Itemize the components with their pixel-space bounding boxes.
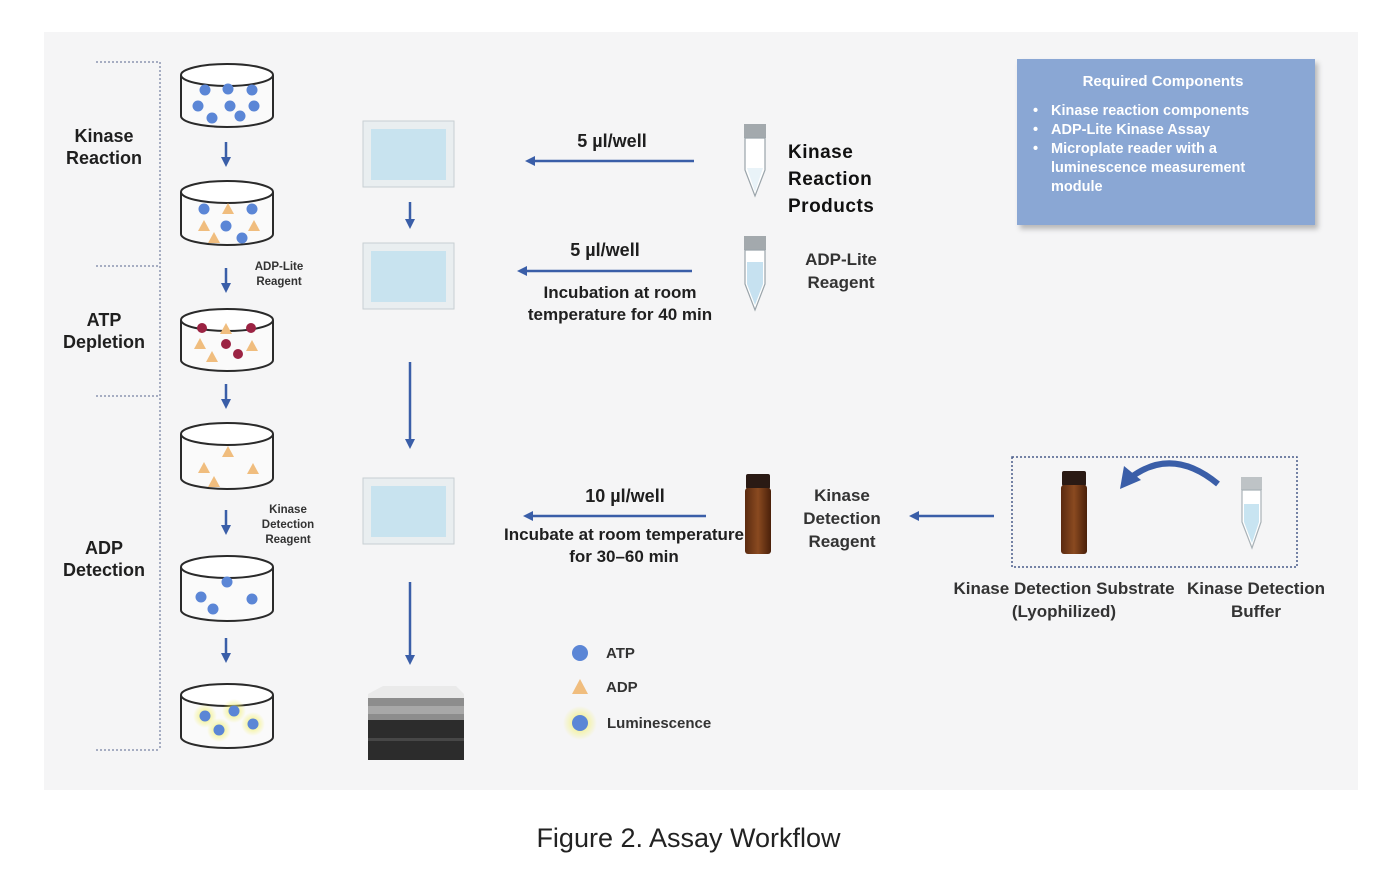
reconstitution-box: [1011, 456, 1298, 568]
tube-kinase-detection-buffer: [1241, 477, 1262, 550]
stage-label-atp-depletion: ATP Depletion: [62, 310, 145, 352]
reagent-kinase-detection-substrate: Kinase Detection Substrate (Lyophilized): [953, 579, 1175, 621]
addition-arrows: [517, 156, 994, 521]
legend-label-adp: ADP: [606, 679, 638, 696]
vial-kinase-detection-reagent: [745, 474, 771, 554]
step3-incubation: Incubate at room temperature for 30–60 m…: [504, 525, 744, 566]
required-components-list: Kinase reaction components ADP-Lite Kina…: [1031, 102, 1295, 197]
plate-3: [362, 477, 455, 545]
stage-label-adp-detection: ADP Detection: [62, 538, 145, 580]
step2-volume: 5 µl/well: [570, 240, 640, 260]
required-component-item: Kinase reaction components: [1031, 102, 1295, 121]
tube-kinase-reaction-products: [744, 124, 766, 198]
legend-label-luminescence: Luminescence: [607, 715, 712, 732]
dish-kinase-start: [180, 63, 274, 128]
legend-label-atp: ATP: [606, 645, 635, 662]
dish-adp-remaining: [180, 422, 274, 490]
tube-adp-lite-reagent: [744, 236, 766, 312]
dish-luminescence: [180, 683, 274, 749]
reagent-kinase-detection: Kinase Detection Reagent: [803, 486, 881, 551]
figure-caption: Figure 2. Assay Workflow: [536, 823, 841, 853]
step1-volume: 5 µl/well: [577, 131, 647, 151]
reagent-adp-lite: ADP-Lite Reagent: [805, 250, 877, 292]
step-label-adp-lite-reagent: ADP-Lite Reagent: [254, 261, 304, 288]
step2-incubation: Incubation at room temperature for 40 mi…: [527, 283, 713, 324]
step3-volume: 10 µl/well: [585, 486, 665, 506]
dish-kinase-product: [180, 180, 274, 246]
required-components-title: Required Components: [1082, 73, 1244, 90]
plate-1: [362, 120, 455, 188]
stage-label-kinase-reaction: Kinase Reaction: [65, 126, 143, 168]
reagent-kinase-detection-buffer: Kinase Detection Buffer: [1187, 579, 1325, 621]
stage-bracket: [96, 61, 161, 751]
legend-markers: [563, 645, 597, 740]
required-component-item: Microplate reader with a luminescence me…: [1031, 140, 1295, 197]
required-component-item: ADP-Lite Kinase Assay: [1031, 121, 1295, 140]
dish-atp-depleted: [180, 308, 274, 372]
step-label-kinase-detection-reagent: Kinase Detection Reagent: [261, 504, 315, 546]
microplate-reader: [368, 686, 464, 760]
reagent-kinase-reaction-products: Kinase Reaction Products: [788, 142, 875, 217]
dish-atp-converted: [180, 555, 274, 622]
plate-2: [362, 242, 455, 310]
required-components-box: Required Components Kinase reaction comp…: [1017, 59, 1315, 225]
curved-transfer-arrow: [1120, 460, 1220, 489]
vial-kinase-detection-substrate: [1061, 471, 1087, 554]
